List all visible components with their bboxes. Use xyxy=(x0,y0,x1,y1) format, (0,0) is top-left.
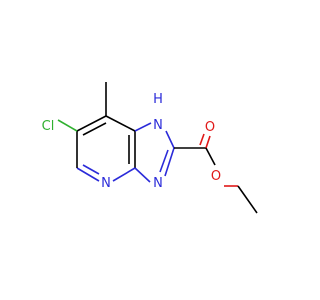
bond-c7a-n1 xyxy=(134,122,152,132)
bond-n4-c5 xyxy=(76,167,100,182)
bond-n3-c3a xyxy=(134,167,151,183)
bond-c6-c7-inner xyxy=(82,122,107,136)
structure-canvas: Cl H N N N O O xyxy=(42,82,258,214)
carbonyl-oxygen-label: O xyxy=(205,120,215,135)
bond-c2-n3 xyxy=(164,147,175,177)
bond-n4-c5-inner xyxy=(82,164,100,175)
bond-c6-c7 xyxy=(76,115,107,132)
imidazole-nitrogen-label: N xyxy=(153,176,163,191)
bond-ethyl-c1-c2 xyxy=(237,185,258,214)
bond-carbonyl-o xyxy=(205,135,211,149)
bond-c2-n3-inner xyxy=(159,149,169,173)
bond-carbonyl-ester-o xyxy=(205,147,216,166)
ester-oxygen-label: O xyxy=(211,169,221,184)
molecule-drawing: Cl H N N N O O xyxy=(42,82,258,214)
bond-carbonyl-o-double xyxy=(199,133,205,146)
pyridine-nitrogen-label: N xyxy=(101,176,111,191)
bond-n1-c2 xyxy=(165,130,175,149)
chlorine-label: Cl xyxy=(42,119,55,134)
nh-hydrogen-label: H xyxy=(153,92,163,107)
imidazole-nh-nitrogen-label: N xyxy=(153,118,163,133)
bond-c6-cl xyxy=(57,119,78,132)
bond-c7-c7a xyxy=(105,115,136,132)
bond-c3a-n4 xyxy=(112,167,136,182)
